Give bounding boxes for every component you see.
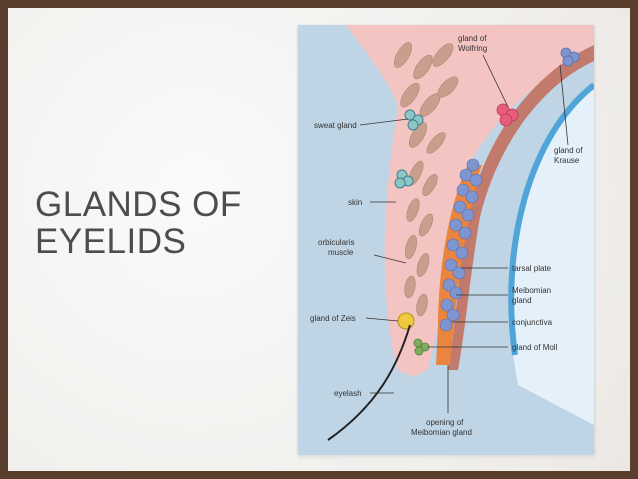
slide-title-line-1: GLANDS OF xyxy=(35,185,242,224)
label-opening-of-meibomian-2: Meibomian gland xyxy=(411,428,472,437)
cornea-edge xyxy=(508,82,594,356)
gland-of-krause-shape xyxy=(560,47,580,67)
label-gland-of-zeis: gland of Zeis xyxy=(310,314,356,323)
label-sweat-gland: sweat gland xyxy=(314,121,357,130)
label-meibomian-gland-2: gland xyxy=(512,296,532,305)
conjunctiva-band xyxy=(448,45,594,370)
eyelash-shape xyxy=(327,324,411,441)
eyelid-diagram-svg: gland of Wolfring sweat gland gland of K… xyxy=(298,25,594,455)
orbicularis-muscle-fibres xyxy=(393,42,459,317)
gland-of-zeis-shape xyxy=(397,312,415,330)
label-gland-of-krause-1: gland of xyxy=(554,146,583,155)
label-gland-of-wolfring-2: Wolfring xyxy=(458,44,487,53)
figure-reflection xyxy=(298,455,594,463)
eyelid-diagram: gland of Wolfring sweat gland gland of K… xyxy=(298,25,594,455)
sweat-gland-shape xyxy=(394,109,424,189)
label-tarsal-plate: tarsal plate xyxy=(512,264,552,273)
slide-title-line-2: EYELIDS xyxy=(35,222,187,261)
gland-of-wolfring-shape xyxy=(496,103,519,127)
cornea-shape xyxy=(509,85,594,425)
label-gland-of-moll: gland of Moll xyxy=(512,343,558,352)
label-skin: skin xyxy=(348,198,362,207)
label-eyelash: eyelash xyxy=(334,389,362,398)
slide-title: GLANDS OF EYELIDS xyxy=(35,186,285,260)
label-orbicularis-1: orbicularis xyxy=(318,238,354,247)
leader-lines xyxy=(359,54,569,413)
label-meibomian-gland-1: Meibomian xyxy=(512,286,551,295)
label-gland-of-krause-2: Krause xyxy=(554,156,580,165)
label-opening-of-meibomian-1: opening of xyxy=(426,418,464,427)
label-conjunctiva: conjunctiva xyxy=(512,318,553,327)
meibomian-gland-shape xyxy=(439,158,483,332)
label-orbicularis-2: muscle xyxy=(328,248,354,257)
label-gland-of-wolfring-1: gland of xyxy=(458,34,487,43)
gland-of-moll-shape xyxy=(413,338,430,356)
diagram-labels: gland of Wolfring sweat gland gland of K… xyxy=(310,34,583,437)
